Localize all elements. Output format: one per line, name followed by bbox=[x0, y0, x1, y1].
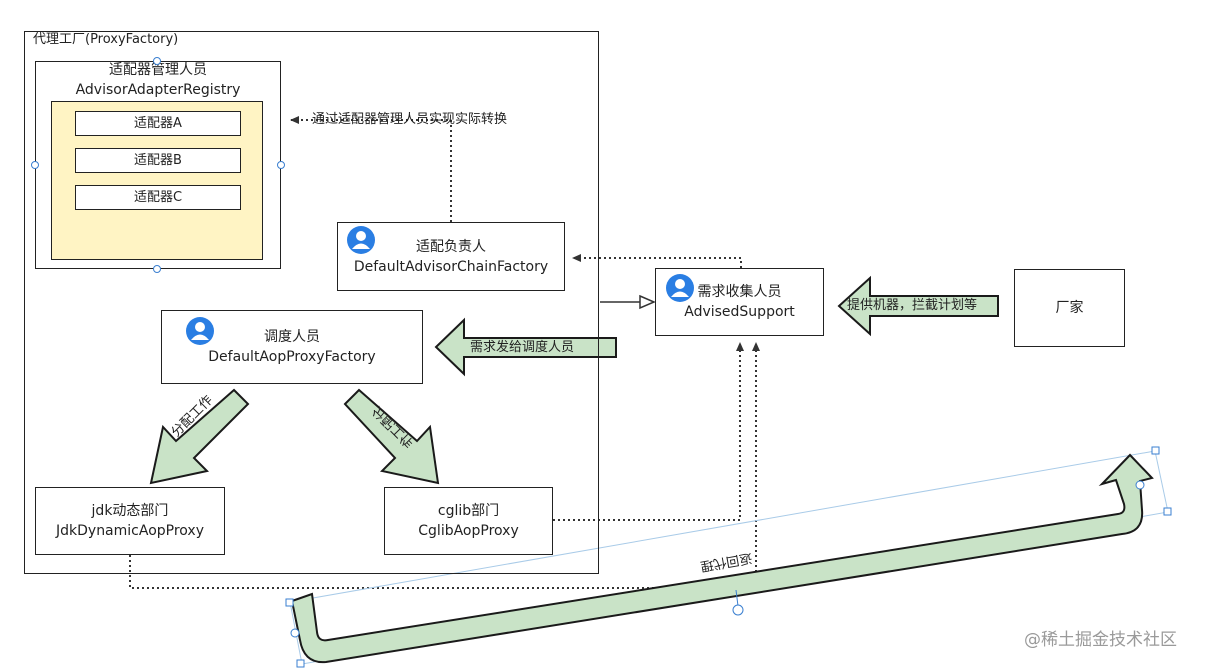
selection-handle[interactable] bbox=[296, 659, 305, 668]
person-icon bbox=[666, 274, 694, 302]
registry-class: AdvisorAdapterRegistry bbox=[75, 82, 241, 98]
advised-support-class: AdvisedSupport bbox=[684, 304, 795, 320]
cglib-proxy-name: cglib部门 bbox=[437, 503, 500, 519]
rotate-handle[interactable] bbox=[732, 604, 744, 616]
arrow-return-proxy bbox=[290, 453, 1154, 664]
proxy-factory-container[interactable] bbox=[24, 31, 599, 574]
dotted-connector-advised-to-chain bbox=[572, 254, 742, 268]
cglib-proxy-class: CglibAopProxy bbox=[418, 523, 519, 539]
person-icon bbox=[186, 317, 214, 345]
selection-handle[interactable] bbox=[1135, 480, 1145, 490]
registry-label: 适配器管理人员 AdvisorAdapterRegistry bbox=[35, 61, 281, 99]
rotate-handle-stem bbox=[735, 589, 739, 607]
dotted-connector-jdk-to-advised bbox=[129, 342, 760, 589]
dotted-connector-cglib-to-advised bbox=[553, 342, 744, 521]
registry-name: 适配器管理人员 bbox=[109, 62, 207, 78]
person-icon bbox=[347, 226, 375, 254]
hollow-arrowhead bbox=[639, 294, 656, 310]
adapter-a-label: 适配器A bbox=[134, 115, 182, 131]
selection-handle[interactable] bbox=[285, 598, 294, 607]
chain-factory-name: 适配负责人 bbox=[416, 238, 486, 255]
adapter-a-box[interactable]: 适配器A bbox=[75, 111, 241, 136]
jdk-proxy-box[interactable]: jdk动态部门 JdkDynamicAopProxy bbox=[35, 487, 225, 555]
dispatch-demand-label: 需求发给调度人员 bbox=[470, 340, 575, 355]
arrow-provide bbox=[837, 275, 999, 337]
manufacturer-name: 厂家 bbox=[1055, 300, 1084, 316]
chain-factory-class: DefaultAdvisorChainFactory bbox=[353, 258, 549, 275]
aop-factory-class: DefaultAopProxyFactory bbox=[208, 349, 376, 365]
arrow-assign-work-cglib bbox=[343, 388, 440, 485]
selection-handle[interactable] bbox=[1151, 446, 1160, 455]
provide-label: 提供机器，拦截计划等 bbox=[847, 298, 978, 313]
adapter-c-label: 适配器C bbox=[133, 189, 183, 205]
proxy-factory-title: 代理工厂(ProxyFactory) bbox=[33, 32, 179, 47]
jdk-proxy-class: JdkDynamicAopProxy bbox=[56, 523, 204, 539]
arrow-assign-work-jdk bbox=[149, 388, 250, 485]
adapter-c-box[interactable]: 适配器C bbox=[75, 185, 241, 210]
chain-factory-box[interactable]: 适配负责人 DefaultAdvisorChainFactory bbox=[337, 222, 565, 291]
aop-factory-box[interactable]: 调度人员 DefaultAopProxyFactory bbox=[161, 310, 423, 384]
selection-handle[interactable] bbox=[290, 628, 300, 638]
watermark: @稀土掘金技术社区 bbox=[1024, 630, 1177, 650]
jdk-proxy-name: jdk动态部门 bbox=[91, 503, 169, 519]
cglib-proxy-box[interactable]: cglib部门 CglibAopProxy bbox=[384, 487, 553, 555]
adapter-b-box[interactable]: 适配器B bbox=[75, 148, 241, 173]
aop-factory-name: 调度人员 bbox=[264, 329, 320, 345]
adapter-b-label: 适配器B bbox=[134, 152, 182, 168]
convert-label: 通过适配器管理人员实现实际转换 bbox=[312, 112, 508, 127]
arrow-dispatch-demand bbox=[434, 317, 617, 377]
manufacturer-box[interactable]: 厂家 bbox=[1014, 269, 1125, 347]
selection-handle[interactable] bbox=[1163, 507, 1172, 516]
advised-support-name: 需求收集人员 bbox=[697, 284, 782, 300]
